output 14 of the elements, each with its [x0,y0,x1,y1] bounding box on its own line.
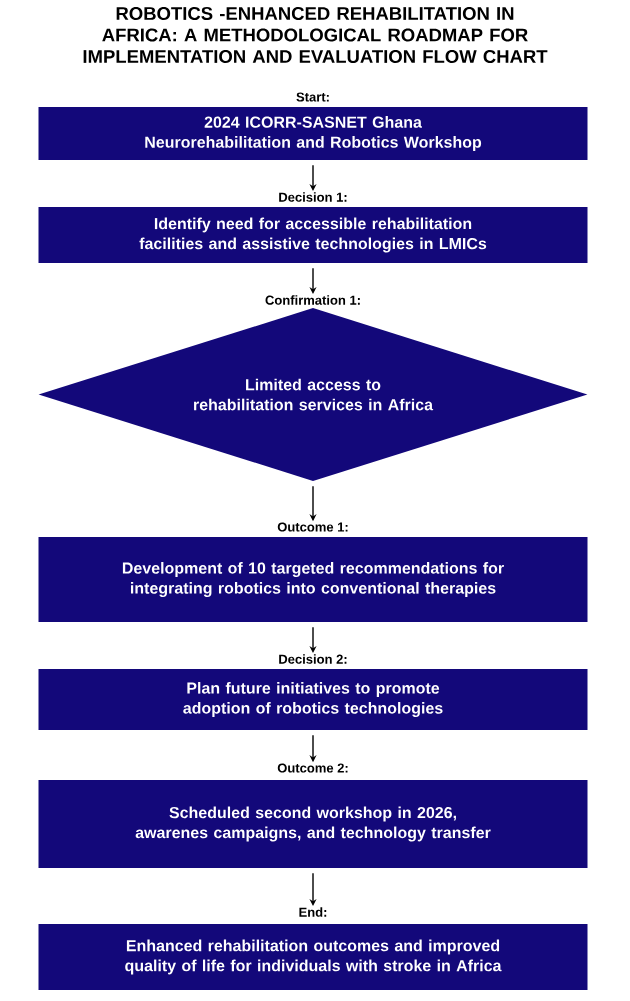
process-box: Plan future initiatives to promote adoption of robotics technologies [38,669,588,730]
process-box: Identify need for accessible rehabilitation facilities and assistive technologies in LMICs [38,207,588,263]
step-heading: Start: [296,92,329,102]
process-box: Enhanced rehabilitation outcomes and improved quality of life for individuals with stroke in Africa [38,924,588,990]
step-heading: End: [299,907,327,917]
step-heading: Decision 2: [279,654,347,664]
process-box: Scheduled second workshop in 2026, awarenes campaigns, and technology transfer [38,780,588,868]
process-box: Development of 10 targeted recommendations for integrating robotics into conventional therapies [38,537,588,622]
step-heading: Decision 1: [279,192,347,202]
process-box: 2024 ICORR-SASNET Ghana Neurorehabilitation and Robotics Workshop [38,107,588,160]
step-heading: Confirmation 1: [265,295,360,305]
step-heading: Outcome 1: [277,522,348,532]
step-heading: Outcome 2: [277,763,348,773]
title: ROBOTICS -ENHANCED REHABILITATION IN AFRICA: A METHODOLOGICAL ROADMAP FOR IMPLEMENTATION AND EVALUATION FLOW CHART [83,6,548,64]
